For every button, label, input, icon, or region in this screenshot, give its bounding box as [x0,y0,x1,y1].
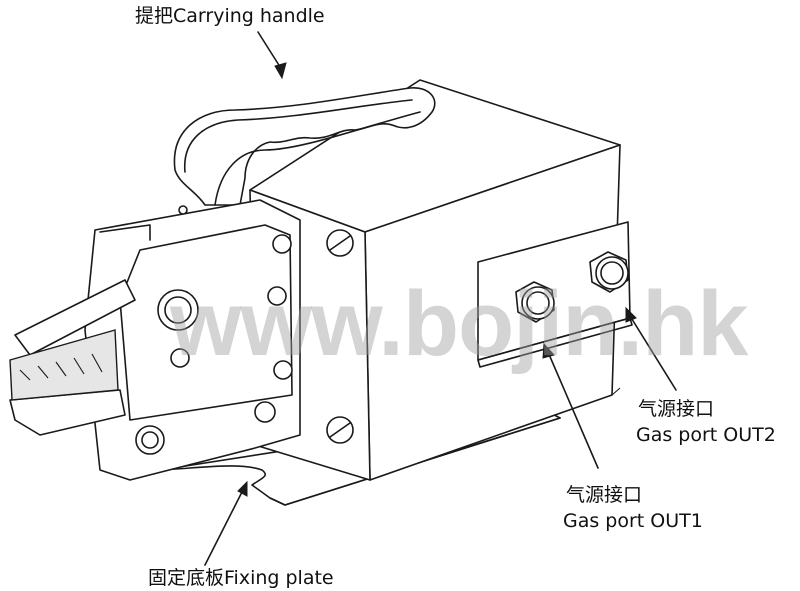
gas-port-out2-cn-label: 气源接口 [638,398,715,420]
watermark: www.bojin.hk [170,273,748,375]
gas-port-out2-fitting [589,251,629,293]
carrying-handle-label: 提把Carrying handle [135,5,325,27]
gas-port-out1-cn-label: 气源接口 [566,484,643,506]
carrying-handle [173,87,436,206]
leader-lines [204,31,677,566]
gas-port-out1-fitting [515,281,555,323]
crimping-jaws [9,279,136,436]
gas-port-out1-label: Gas port OUT1 [563,510,703,532]
fixing-plate-label: 固定底板Fixing plate [148,567,334,589]
gas-port-out2-label: Gas port OUT2 [636,424,776,446]
